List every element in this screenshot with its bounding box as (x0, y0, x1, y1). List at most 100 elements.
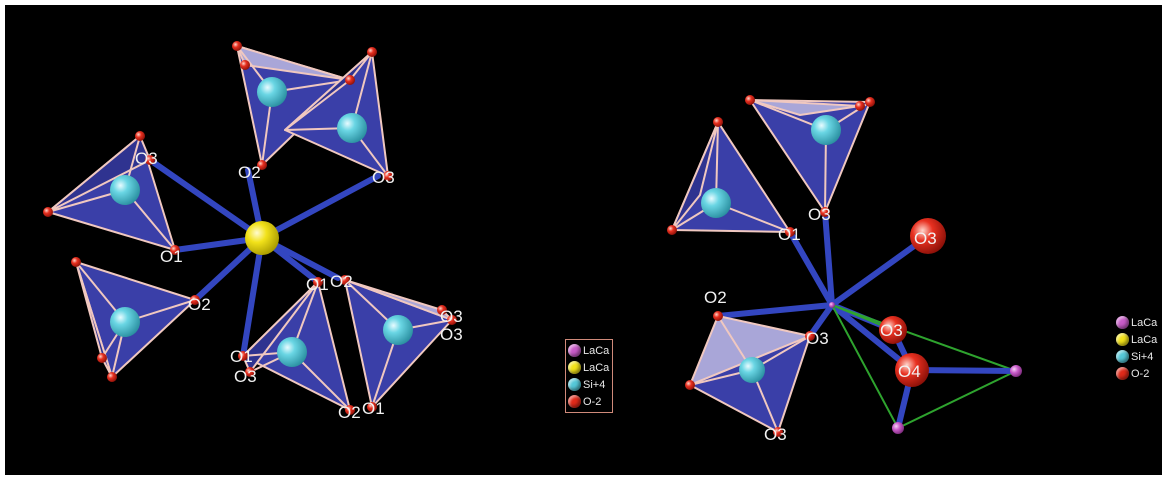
la-ca-swatch-icon (1116, 316, 1129, 329)
atom-label: O2 (330, 272, 353, 291)
atom-label: O1 (306, 275, 329, 294)
legend-label: Si+4 (583, 378, 606, 391)
oxygen-swatch-icon (1116, 367, 1129, 380)
oxygen-atom (340, 275, 350, 285)
la-ca-atom-magenta (1010, 365, 1022, 377)
atom-label: O1 (362, 399, 385, 418)
oxygen-atom (773, 427, 783, 437)
atom-label: O3 (880, 321, 903, 340)
oxygen-atom (667, 225, 677, 235)
la-ca-atom-center (245, 221, 279, 255)
legend-label: Si+4 (1131, 350, 1154, 363)
silicon-atom (811, 115, 841, 145)
legend-item: Si+4 (568, 376, 609, 393)
atom-label: O3 (440, 325, 463, 344)
atom-label: O2 (188, 295, 211, 314)
legend-item: LaCa (1116, 331, 1157, 348)
atom-label: O1 (778, 225, 801, 244)
atom-label: O4 (898, 362, 921, 381)
legend-label: LaCa (1131, 333, 1158, 346)
oxygen-atom (805, 331, 815, 341)
legend-boxed: LaCa LaCa Si+4 O-2 (565, 339, 614, 413)
silicon-atom-group (110, 77, 413, 367)
oxygen-atom (107, 372, 117, 382)
atom-label: O2 (704, 288, 727, 307)
oxygen-atom (145, 155, 155, 165)
legend-label: O-2 (1131, 367, 1150, 380)
oxygen-atom (345, 405, 355, 415)
oxygen-atom-large (910, 218, 946, 254)
atom-label: O2 (238, 163, 261, 182)
oxygen-atom (383, 171, 393, 181)
oxygen-atom (245, 367, 255, 377)
atom-label: O3 (135, 149, 158, 168)
oxygen-atom-large (895, 353, 929, 387)
legend-item: LaCa (568, 359, 609, 376)
oxygen-atom (713, 117, 723, 127)
oxygen-atom (170, 245, 180, 255)
si-swatch-icon (1116, 350, 1129, 363)
left-structure: O3 O2 O3 O1 O2 O1 O2 O3 O3 O1 O3 O2 O1 (43, 41, 463, 422)
legend-label: LaCa (1131, 316, 1158, 329)
atom-label: O3 (806, 329, 829, 348)
la-ca-atom-center-small (829, 302, 835, 308)
legend-item: LaCa (568, 342, 609, 359)
oxygen-atom (855, 101, 865, 111)
atom-label: O3 (372, 168, 395, 187)
atom-label: O3 (764, 425, 787, 444)
oxygen-swatch-icon (568, 395, 581, 408)
oxygen-atom (240, 60, 250, 70)
oxygen-atom (345, 75, 355, 85)
silicon-atom (383, 315, 413, 345)
atom-label: O1 (230, 347, 253, 366)
oxygen-atom (71, 257, 81, 267)
oxygen-atom (685, 380, 695, 390)
silicon-atom (277, 337, 307, 367)
oxygen-atom (313, 277, 323, 287)
oxygen-atom (238, 351, 248, 361)
silicon-atom (701, 188, 731, 218)
left-atom-labels: O3 O2 O3 O1 O2 O1 O2 O3 O3 O1 O3 O2 O1 (135, 149, 463, 422)
oxygen-atom (447, 315, 457, 325)
legend-item: O-2 (568, 393, 609, 410)
la-ca-swatch-icon (568, 344, 581, 357)
silicon-atom (739, 357, 765, 383)
oxygen-atom (785, 227, 795, 237)
oxygen-atom (367, 402, 377, 412)
la-ca-swatch-icon (568, 361, 581, 374)
la-ca-atom-magenta (892, 422, 904, 434)
si-swatch-icon (568, 378, 581, 391)
oxygen-atom (745, 95, 755, 105)
atom-label: O3 (234, 367, 257, 386)
legend-item: O-2 (1116, 365, 1157, 382)
oxygen-atom (135, 131, 145, 141)
oxygen-atom (713, 311, 723, 321)
right-structure: O3 O1 O3 O2 O3 O3 O3 O4 (667, 95, 1022, 444)
oxygen-atom-group (43, 41, 457, 415)
atom-label: O3 (808, 205, 831, 224)
legend-label: LaCa (583, 344, 610, 357)
legend-item: LaCa (1116, 314, 1157, 331)
silicon-atom (257, 77, 287, 107)
silicon-atom (110, 175, 140, 205)
oxygen-atom (865, 97, 875, 107)
legend-plain: LaCa LaCa Si+4 O-2 (1114, 312, 1160, 384)
tetrahedron (236, 45, 351, 166)
silicon-atom (110, 307, 140, 337)
oxygen-atom (97, 353, 107, 363)
oxygen-atom-group (667, 95, 875, 437)
oxygen-atom (190, 295, 200, 305)
oxygen-atom (820, 207, 830, 217)
atom-label: O3 (440, 307, 463, 326)
oxygen-atom (367, 47, 377, 57)
oxygen-atom (257, 160, 267, 170)
la-ca-swatch-icon (1116, 333, 1129, 346)
atom-label: O3 (914, 229, 937, 248)
oxygen-atom (232, 41, 242, 51)
silicon-atom (337, 113, 367, 143)
legend-item: Si+4 (1116, 348, 1157, 365)
atom-label: O1 (160, 247, 183, 266)
atom-label: O2 (338, 403, 361, 422)
legend-label: LaCa (583, 361, 610, 374)
